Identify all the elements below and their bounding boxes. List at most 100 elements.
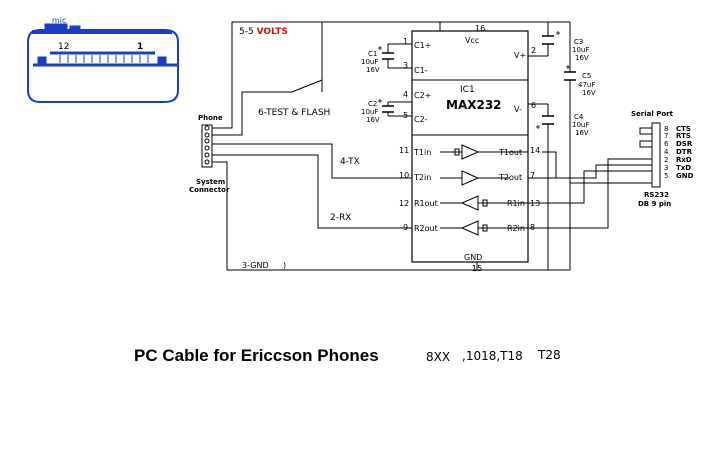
rx-label: 2-RX xyxy=(330,213,351,223)
wire-r1in xyxy=(528,170,652,204)
pin-c2m: C2- xyxy=(414,115,428,124)
c3-name: C3 xyxy=(574,38,583,46)
pin3: 3 xyxy=(403,61,408,70)
pin-r1out: R1out xyxy=(414,199,438,208)
phone-label: Phone xyxy=(198,114,223,122)
pin11: 11 xyxy=(399,146,409,155)
c4-voltage: 16V xyxy=(575,129,589,137)
db9-pin-num: 4 xyxy=(664,148,669,156)
mic-label: mic xyxy=(52,16,66,25)
pin4: 4 xyxy=(403,90,408,99)
pin-t1in: T1in xyxy=(413,148,431,157)
db9-pin-name: TxD xyxy=(676,164,691,172)
system-connector-label-2: Connector xyxy=(189,186,230,194)
pin-c2p: C2+ xyxy=(414,91,431,100)
gnd-mark: ) xyxy=(283,261,286,270)
wire-gnd xyxy=(212,161,477,271)
pin-r2in: R2in xyxy=(507,224,525,233)
receiver-r2 xyxy=(460,220,479,236)
c5-voltage: 16V xyxy=(582,89,596,97)
db9-label: DB 9 pin xyxy=(638,200,671,208)
db9-pin-num: 8 xyxy=(664,125,668,133)
ic-vcc-label: Vcc xyxy=(465,36,479,45)
db9-pin-num: 6 xyxy=(664,140,669,148)
pin-r2out: R2out xyxy=(414,224,438,233)
pin8: 8 xyxy=(530,223,535,232)
capacitor-symbols xyxy=(382,35,576,125)
c4-name: C4 xyxy=(574,113,584,121)
rs232-label: RS232 xyxy=(644,191,669,199)
pin12: 12 xyxy=(399,199,409,208)
wire-5v xyxy=(212,21,548,129)
c4-value: 10uF xyxy=(572,121,589,129)
db9-pin-name: DSR xyxy=(676,140,693,148)
gnd-net-label: 3-GND xyxy=(242,261,269,270)
c5-name: C5 xyxy=(582,72,591,80)
wire-r2in-rxd xyxy=(528,158,652,229)
system-connector-block xyxy=(201,124,213,168)
db9-connector xyxy=(651,122,661,188)
mic-tab xyxy=(44,23,68,31)
c3-value: 10uF xyxy=(572,46,589,54)
db9-pin-name: DTR xyxy=(676,148,693,156)
pin2: 2 xyxy=(531,46,536,55)
pin-r1in: R1in xyxy=(507,199,525,208)
serial-port-title: Serial Port xyxy=(631,110,674,118)
pin-t1out: T1out xyxy=(498,148,522,157)
pin6: 6 xyxy=(531,101,536,110)
ic-name-label: IC1 xyxy=(460,85,475,95)
phone-pin-1-label: 1 xyxy=(137,42,143,52)
loop-cts-rts xyxy=(639,127,652,135)
c2-voltage: 16V xyxy=(366,116,380,124)
db9-pin-name: CTS xyxy=(676,125,691,133)
wire-test-flash xyxy=(212,91,292,136)
driver-t1 xyxy=(461,144,480,160)
c5-value: 47uF xyxy=(578,81,595,89)
pin7: 7 xyxy=(530,171,535,180)
ic-part-label: MAX232 xyxy=(446,98,502,112)
pin16: 16 xyxy=(475,24,485,33)
receiver-r1 xyxy=(460,195,479,211)
db9-pin-labels: 8 CTS 7 RTS 6 DSR 4 DTR 2 RxD 3 TxD 5 GN… xyxy=(664,125,694,180)
caption-title: PC Cable for Ericcson Phones xyxy=(134,346,379,365)
pin-c1m: C1- xyxy=(414,66,428,75)
system-connector-label-1: System xyxy=(196,178,225,186)
db9-pin-name: RxD xyxy=(676,156,692,164)
wire-rx xyxy=(212,154,412,229)
volts-label: 5-5 VOLTS xyxy=(239,27,288,37)
pin-t2out: T2out xyxy=(498,173,522,182)
pin1: 1 xyxy=(403,37,408,46)
pin14: 14 xyxy=(530,146,540,155)
line-drivers xyxy=(454,144,488,236)
db9-pin-num: 5 xyxy=(664,172,668,180)
db9-pin-num: 3 xyxy=(664,164,668,172)
switch-blade xyxy=(291,79,323,93)
phone-connector-drawing xyxy=(27,23,179,103)
c1-value: 10uF xyxy=(361,58,378,66)
pin15: 15 xyxy=(472,264,482,273)
pin-vplus: V+ xyxy=(514,51,526,60)
wire-tx xyxy=(212,143,412,179)
pin9: 9 xyxy=(403,223,408,232)
c2-name: C2 xyxy=(368,100,377,108)
tx-label: 4-TX xyxy=(340,157,360,167)
caption-models-a: 8XX xyxy=(426,350,450,364)
test-flash-label: 6-TEST & FLASH xyxy=(258,108,330,118)
caption-models-b: ,1018,T18 xyxy=(462,349,523,363)
loop-dsr-dtr xyxy=(639,140,652,148)
pin-t2in: T2in xyxy=(413,173,431,182)
db9-pin-num: 2 xyxy=(664,156,668,164)
c1-voltage: 16V xyxy=(366,66,380,74)
pin10: 10 xyxy=(399,171,409,180)
pin-c1p: C1+ xyxy=(414,41,431,50)
driver-t2 xyxy=(461,170,480,186)
caption-models-c: T28 xyxy=(537,348,561,362)
ic-gnd-label: GND xyxy=(464,253,482,262)
db9-pin-num: 7 xyxy=(664,132,668,140)
pin-vminus: V- xyxy=(514,105,522,114)
pin13: 13 xyxy=(530,199,540,208)
db9-pin-name: RTS xyxy=(676,132,691,140)
c1-name: C1 xyxy=(368,50,377,58)
wires xyxy=(212,21,652,271)
